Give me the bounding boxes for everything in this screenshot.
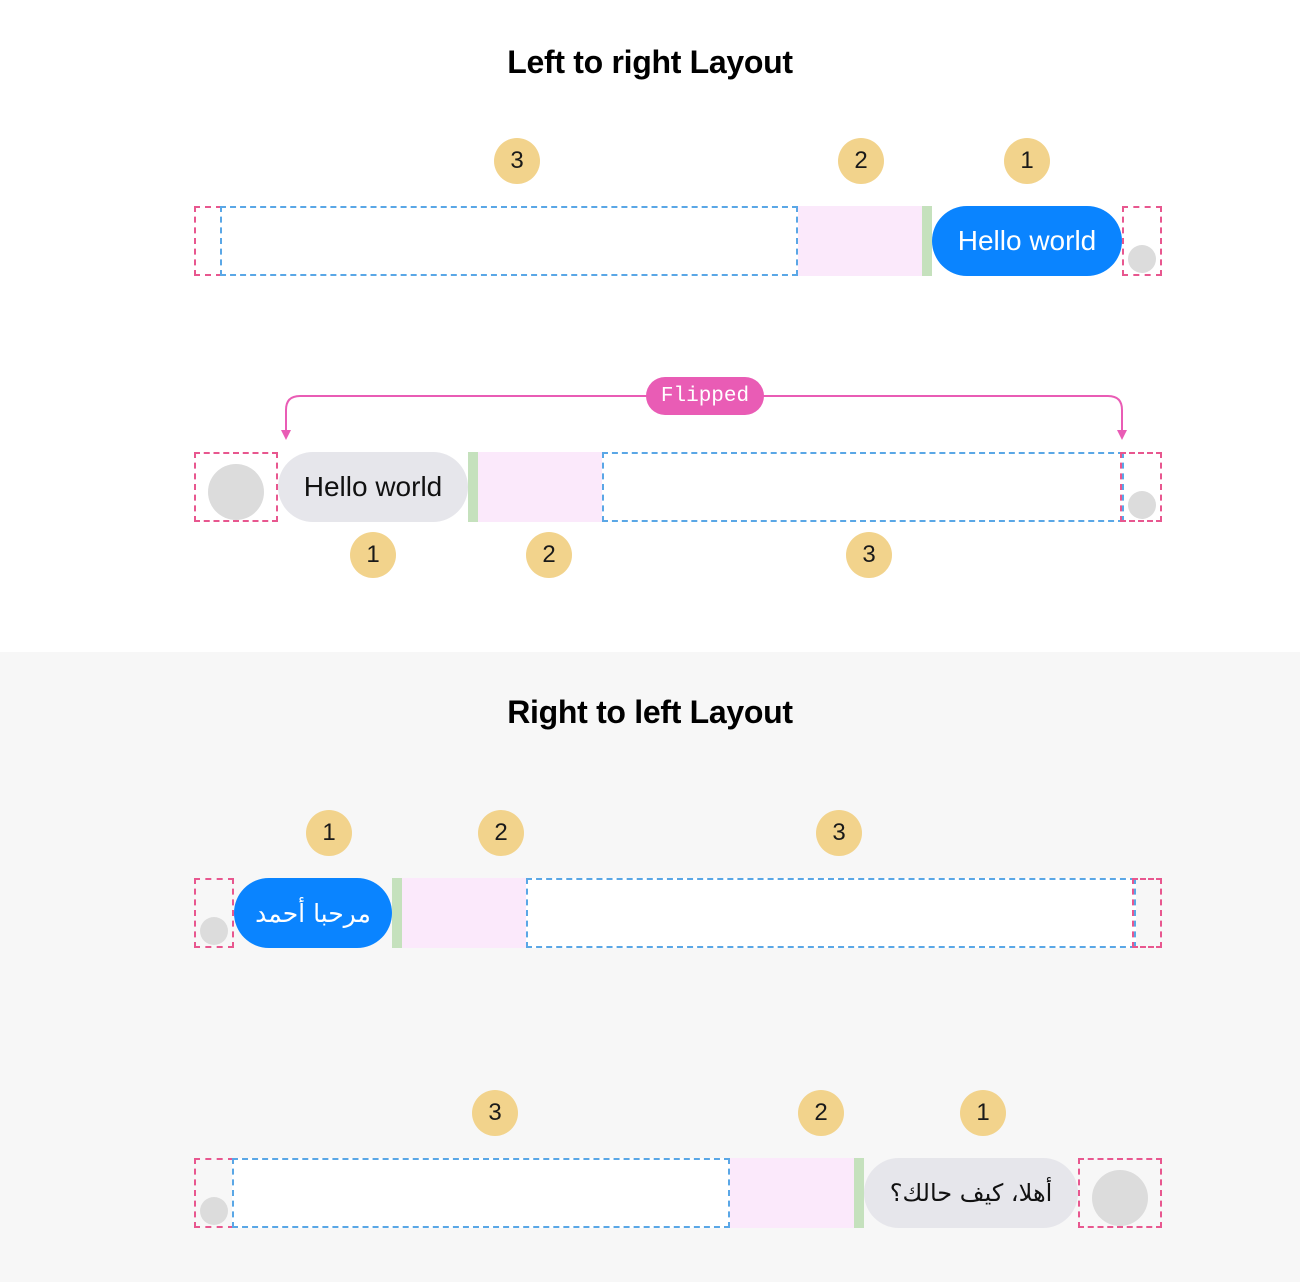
flipped-connector-left-line [285,395,648,438]
order-badge: 3 [846,532,892,578]
ltr-section-title: Left to right Layout [507,44,793,80]
flexible-space-guide [220,206,798,276]
flexible-space-guide [232,1158,730,1228]
avatar-slot-guide [194,878,234,948]
flexible-space-guide [526,878,1136,948]
arrow-down-icon [1117,430,1127,440]
avatar-slot-guide [1122,206,1162,276]
avatar [1128,245,1156,273]
gap-bar [854,1158,864,1228]
avatar-slot-guide [1078,1158,1162,1228]
spacer-region [478,452,602,522]
spacer-region [402,878,526,948]
message-bubble-incoming: Hello world [278,452,468,522]
arrow-down-icon [281,430,291,440]
avatar [208,464,264,520]
order-badge: 3 [472,1090,518,1136]
avatar-slot-guide [194,452,278,522]
ltr-section: Left to right Layout 3 2 1 Hello world F… [194,44,1162,578]
message-bubble-incoming: أهلا، كيف حالك؟ [864,1158,1078,1228]
order-badge: 1 [960,1090,1006,1136]
gap-bar [468,452,478,522]
flipped-connector-right-line [762,395,1123,438]
order-badge: 2 [798,1090,844,1136]
avatar [200,1197,228,1225]
order-badge: 2 [478,810,524,856]
leading-margin-guide [1132,878,1162,948]
avatar [1128,491,1156,519]
spacer-region [730,1158,854,1228]
spacer-region [798,206,922,276]
order-badge: 3 [494,138,540,184]
avatar [200,917,228,945]
gap-bar [392,878,402,948]
rtl-section: Right to left Layout 1 2 3 مرحبا أحمد 3 … [0,652,1300,1282]
order-badge: 2 [838,138,884,184]
order-badge: 2 [526,532,572,578]
order-badge: 1 [1004,138,1050,184]
avatar [1092,1170,1148,1226]
rtl-section-title: Right to left Layout [507,694,793,730]
order-badge: 3 [816,810,862,856]
message-bubble-outgoing: مرحبا أحمد [234,878,392,948]
gap-bar [922,206,932,276]
message-bubble-outgoing: Hello world [932,206,1122,276]
flexible-space-guide [602,452,1124,522]
order-badge: 1 [306,810,352,856]
flipped-label: Flipped [646,377,764,415]
flipped-connector [281,395,1127,440]
trailing-margin-guide [1120,452,1162,522]
order-badge: 1 [350,532,396,578]
